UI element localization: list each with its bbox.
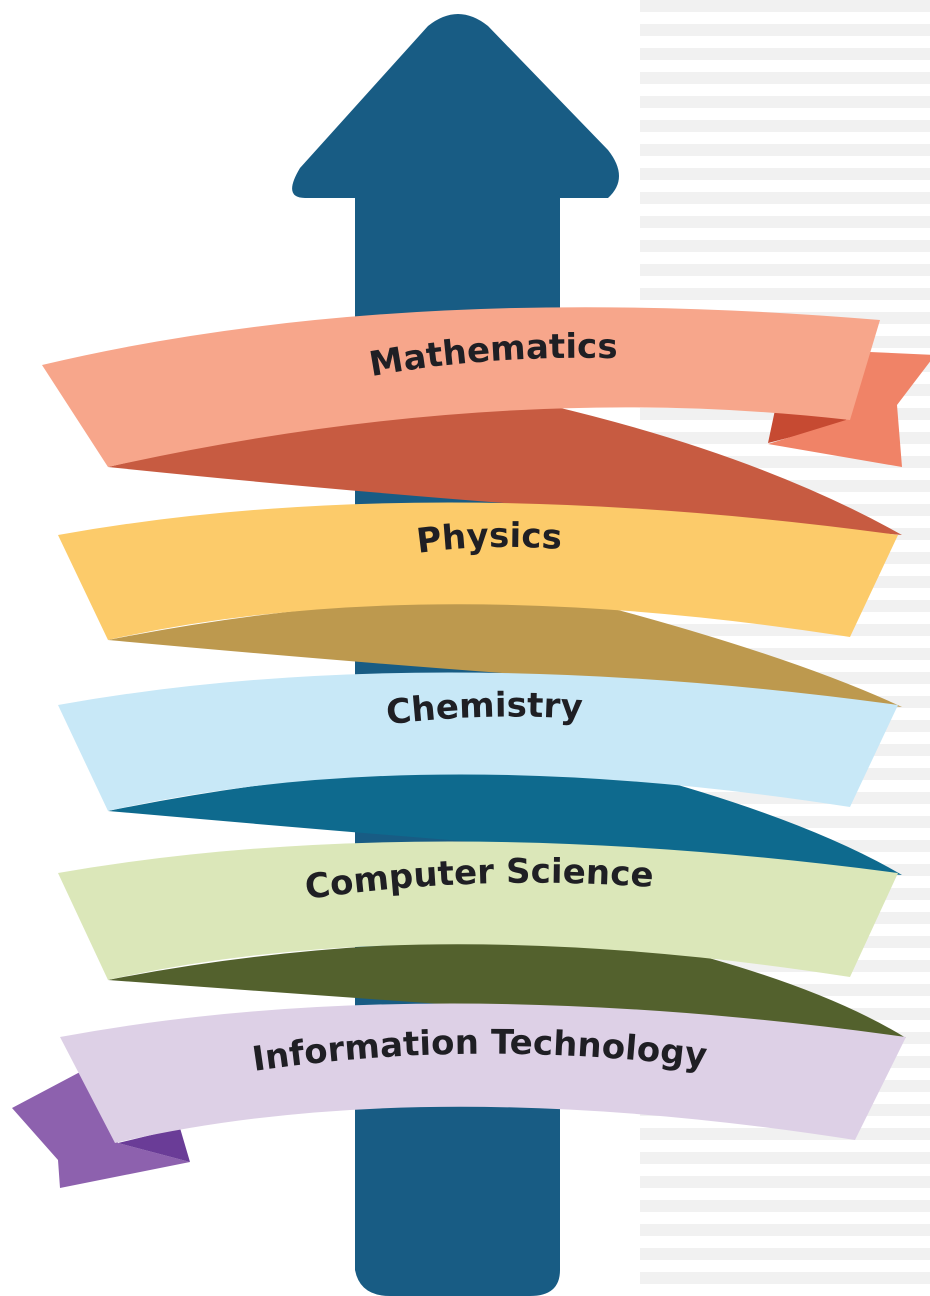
ribbon-mathematics: [42, 307, 880, 467]
background-stripe: [640, 264, 930, 276]
background-stripe: [640, 72, 930, 84]
fold-mathematics-physics: [108, 403, 902, 535]
background-stripe: [640, 1200, 930, 1212]
label-chemistry: Chemistry: [384, 686, 584, 734]
background-stripe: [640, 24, 930, 36]
information-technology-ribbon-flap: [12, 1072, 190, 1188]
ribbon-computer-science: [58, 841, 898, 980]
background-stripe: [640, 192, 930, 204]
background-stripe: [640, 48, 930, 60]
information-technology-ribbon-flap-shadow: [118, 1128, 190, 1162]
background-stripe: [640, 1272, 930, 1284]
background-stripe: [640, 1224, 930, 1236]
fold-computer-science-information-technology: [108, 941, 906, 1038]
background-stripe: [640, 96, 930, 108]
mathematics-ribbon-flap: [768, 352, 930, 467]
background-stripe: [640, 216, 930, 228]
background-stripe: [640, 240, 930, 252]
ribbon-information-technology: [60, 1003, 906, 1143]
ribbon-physics: [58, 502, 898, 640]
background-stripe: [640, 0, 930, 12]
background-stripe: [640, 168, 930, 180]
ribbon-chemistry: [58, 672, 898, 811]
background-stripe: [640, 144, 930, 156]
background-stripe: [640, 288, 930, 300]
background-stripe: [640, 624, 930, 636]
background-stripe: [640, 1176, 930, 1188]
background-stripe: [640, 1152, 930, 1164]
fold-chemistry-computer-science: [108, 764, 902, 875]
background-stripe: [640, 120, 930, 132]
background-stripe: [640, 1248, 930, 1260]
fold-physics-chemistry: [108, 599, 902, 707]
